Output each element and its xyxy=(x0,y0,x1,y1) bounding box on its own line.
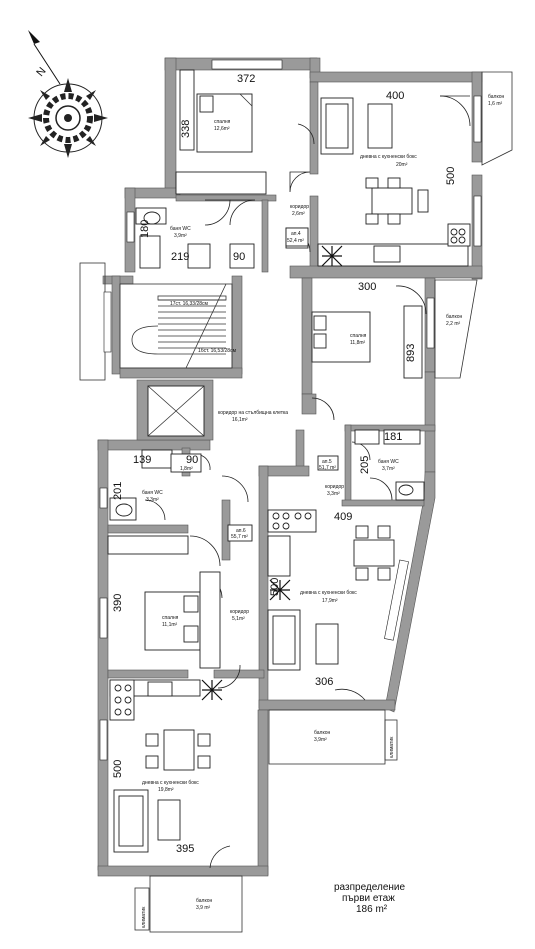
dimension: 306 xyxy=(315,676,333,688)
room-name: дневна с кухненски бокс xyxy=(300,590,357,596)
room-labels-top: спалня 12,6m² дневна с кухненски бокс 20… xyxy=(170,94,504,244)
dimension: 205 xyxy=(359,456,371,474)
room-area: 3,7m² xyxy=(382,466,395,472)
apartment-tag: ап.5 xyxy=(322,459,332,465)
stairs-upper-label: 17ст. 16,33/28см xyxy=(170,301,209,307)
room-name: баня WC xyxy=(170,226,191,232)
room-area: 1,6 m² xyxy=(488,101,503,107)
fan-icon xyxy=(201,679,223,701)
room-name: коридор xyxy=(230,609,249,615)
toilet-icon xyxy=(143,211,161,225)
dimensions: 372 400 338 500 180 219 90 300 893 181 2… xyxy=(112,73,457,855)
climate-unit-label: климатик xyxy=(389,736,395,758)
dining-table-icon xyxy=(353,539,395,567)
room-name: баня WC xyxy=(142,490,163,496)
room-area: 16,1m² xyxy=(232,417,248,423)
balconies xyxy=(134,71,513,933)
toilet-icon xyxy=(398,484,414,496)
dining-table-icon xyxy=(371,187,413,215)
room-area: 11,8m² xyxy=(350,340,366,346)
room-name: спалня xyxy=(350,333,367,339)
room-name: спалня xyxy=(214,119,231,125)
stairs-lower-label: 1бст. 16,53/28см xyxy=(198,348,237,354)
room-area: 2,2 m² xyxy=(446,321,461,327)
sink-icon xyxy=(229,243,255,269)
fan-icon xyxy=(269,579,291,601)
windows xyxy=(99,59,482,761)
room-labels-left: баня WC 3,3m² 1,8m² ап.6 55,7 m² спалня … xyxy=(141,466,249,928)
dimension: 372 xyxy=(237,73,255,85)
room-area: 17,9m² xyxy=(322,598,338,604)
walls xyxy=(79,57,483,877)
furniture-top-apartment xyxy=(135,69,471,269)
room-area: 12,6m² xyxy=(214,126,230,132)
room-name: спалня xyxy=(162,615,179,621)
room-name: коридор xyxy=(290,204,309,210)
apartment-area: 51,7 m² xyxy=(319,465,336,471)
furniture-left-apartment xyxy=(107,449,223,853)
room-area: 3,9 m² xyxy=(196,905,211,911)
caption-area: 186 m² xyxy=(356,904,388,915)
dimension: 90 xyxy=(233,251,245,263)
dimension: 500 xyxy=(112,760,124,778)
room-area: 5,1m² xyxy=(232,616,245,622)
staircase: 17ст. 16,33/28см 1бст. 16,53/28см xyxy=(119,283,237,369)
apartment-tag: ап.6 xyxy=(236,528,246,534)
north-arrow-icon xyxy=(28,30,40,44)
apartment-area: 55,7 m² xyxy=(231,534,248,540)
room-area: 20m² xyxy=(396,162,408,168)
room-area: 2,6m² xyxy=(292,211,305,217)
dimension: 219 xyxy=(171,251,189,263)
room-name: дневна с кухненски бокс xyxy=(360,154,417,160)
apartment-tag: ап.4 xyxy=(291,231,301,237)
dimension: 201 xyxy=(112,482,124,500)
dimension: 400 xyxy=(386,90,404,102)
room-name: балкон xyxy=(446,314,462,320)
dimension: 893 xyxy=(405,344,417,362)
toilet-icon xyxy=(115,503,133,517)
room-area: 19,8m² xyxy=(158,787,174,793)
dimension: 395 xyxy=(176,843,194,855)
room-area: 1,8m² xyxy=(180,466,193,472)
north-label: N xyxy=(34,65,48,79)
dimension: 390 xyxy=(112,594,124,612)
plan-caption: разпределение първи етаж 186 m² xyxy=(334,882,405,915)
room-area: 3,9m² xyxy=(314,737,327,743)
dimension: 409 xyxy=(334,511,352,523)
compass: N xyxy=(28,30,108,158)
room-area: 3,3m² xyxy=(146,497,159,503)
dining-table-icon xyxy=(163,729,195,771)
room-name: дневна с кухненски бокс xyxy=(142,780,199,786)
dimension: 500 xyxy=(445,167,457,185)
room-name: коридор xyxy=(325,484,344,490)
room-area: 3,9m² xyxy=(174,233,187,239)
apartment-area: 52,4 m² xyxy=(287,238,304,244)
room-name: коридор на стълбищна клетка xyxy=(218,410,288,416)
room-labels-common: коридор на стълбищна клетка 16,1m² xyxy=(218,410,288,423)
room-name: балкон xyxy=(314,730,330,736)
dimension: 338 xyxy=(180,120,192,138)
room-area: 3,3m² xyxy=(327,491,340,497)
room-name: баня WC xyxy=(378,459,399,465)
room-name: балкон xyxy=(196,898,212,904)
caption-line-1: разпределение xyxy=(334,882,405,893)
room-area: 11,1m² xyxy=(162,622,178,628)
dimension: 181 xyxy=(384,431,402,443)
furniture-right-apartment xyxy=(267,305,425,671)
fan-icon xyxy=(321,245,343,267)
room-labels-right: спалня 11,8m² балкон 2,2 m² баня WC 3,7m… xyxy=(300,314,462,758)
dimension: 300 xyxy=(358,281,376,293)
caption-line-2: първи етаж xyxy=(342,893,395,904)
dimension: 139 xyxy=(133,454,151,466)
dimension: 180 xyxy=(139,220,151,238)
climate-unit-label: климатик xyxy=(141,906,147,928)
room-name: балкон xyxy=(488,94,504,100)
dimension: 90 xyxy=(186,454,198,466)
dimension: 500 xyxy=(269,578,281,596)
elevator xyxy=(136,379,214,441)
